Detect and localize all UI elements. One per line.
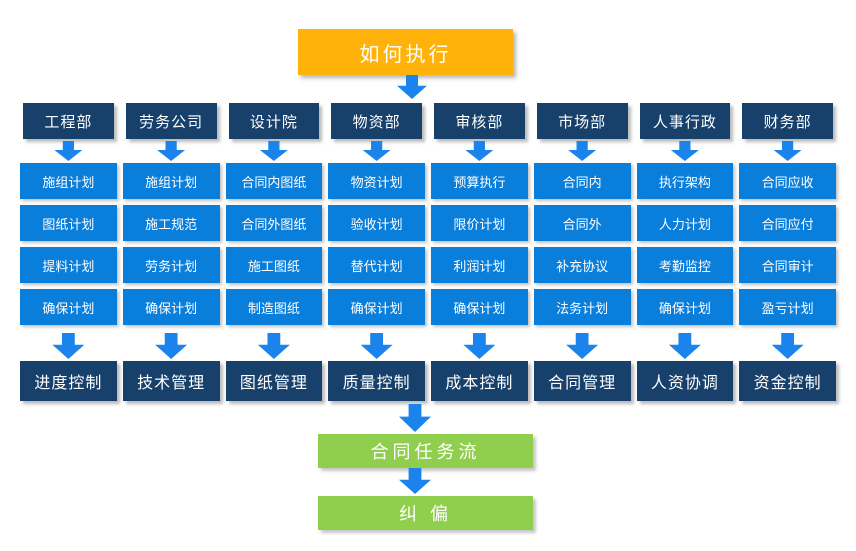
- down-arrow-icon: [360, 333, 393, 359]
- down-arrow-icon: [397, 75, 427, 99]
- down-arrow-icon: [157, 141, 186, 161]
- plan-box: 执行架构: [636, 163, 734, 199]
- column-labor: 劳务公司 施组计划 施工规范 劳务计划 确保计划 技术管理: [122, 103, 220, 401]
- plan-box: 确保计划: [636, 289, 734, 325]
- column-finance: 财务部 合同应收 合同应付 合同审计 盈亏计划 资金控制: [739, 103, 836, 401]
- plan-box: 预算执行: [431, 163, 528, 199]
- control-box: 技术管理: [122, 361, 220, 401]
- plan-box: 限价计划: [431, 205, 528, 241]
- plan-box: 施组计划: [20, 163, 117, 199]
- control-box: 图纸管理: [225, 361, 323, 401]
- department-box: 财务部: [742, 103, 833, 139]
- department-box: 设计院: [228, 103, 320, 139]
- plan-box: 替代计划: [328, 247, 425, 283]
- column-engineering: 工程部 施组计划 图纸计划 提料计划 确保计划 进度控制: [20, 103, 117, 401]
- down-arrow-icon: [52, 333, 85, 359]
- plan-box: 人力计划: [636, 205, 734, 241]
- plan-box: 合同审计: [739, 247, 836, 283]
- plan-box: 考勤监控: [636, 247, 734, 283]
- department-box: 物资部: [331, 103, 422, 139]
- plan-box: 施组计划: [122, 163, 220, 199]
- down-arrow-icon: [670, 141, 699, 161]
- plan-box: 提料计划: [20, 247, 117, 283]
- down-arrow-icon: [771, 333, 804, 359]
- column-audit: 审核部 预算执行 限价计划 利润计划 确保计划 成本控制: [431, 103, 528, 401]
- plan-box: 施工规范: [122, 205, 220, 241]
- column-materials: 物资部 物资计划 验收计划 替代计划 确保计划 质量控制: [328, 103, 425, 401]
- plan-box: 确保计划: [431, 289, 528, 325]
- control-box: 进度控制: [20, 361, 117, 401]
- down-arrow-icon: [463, 333, 496, 359]
- plan-box: 合同应付: [739, 205, 836, 241]
- column-hr-admin: 人事行政 执行架构 人力计划 考勤监控 确保计划 人资协调: [636, 103, 734, 401]
- plan-box: 制造图纸: [225, 289, 323, 325]
- column-design: 设计院 合同内图纸 合同外图纸 施工图纸 制造图纸 图纸管理: [225, 103, 323, 401]
- task-flow-box: 合同任务流: [318, 434, 533, 468]
- plan-box: 确保计划: [122, 289, 220, 325]
- down-arrow-icon: [668, 333, 701, 359]
- department-box: 工程部: [23, 103, 114, 139]
- down-arrow-icon: [259, 141, 288, 161]
- control-box: 成本控制: [431, 361, 528, 401]
- department-box: 人事行政: [639, 103, 731, 139]
- down-arrow-icon: [773, 141, 802, 161]
- plan-box: 物资计划: [328, 163, 425, 199]
- plan-box: 合同外图纸: [225, 205, 323, 241]
- column-market: 市场部 合同内 合同外 补充协议 法务计划 合同管理: [533, 103, 631, 401]
- down-arrow-icon: [465, 141, 494, 161]
- down-arrow-icon: [399, 404, 431, 432]
- down-arrow-icon: [257, 333, 290, 359]
- down-arrow-icon: [399, 468, 431, 494]
- plan-box: 合同应收: [739, 163, 836, 199]
- down-arrow-icon: [566, 333, 599, 359]
- plan-box: 施工图纸: [225, 247, 323, 283]
- department-box: 审核部: [434, 103, 525, 139]
- control-box: 资金控制: [739, 361, 836, 401]
- down-arrow-icon: [54, 141, 83, 161]
- title-box: 如何执行: [298, 29, 513, 75]
- control-box: 人资协调: [636, 361, 734, 401]
- down-arrow-icon: [155, 333, 188, 359]
- correction-box: 纠 偏: [318, 496, 533, 530]
- plan-box: 验收计划: [328, 205, 425, 241]
- plan-box: 确保计划: [328, 289, 425, 325]
- plan-box: 合同内: [533, 163, 631, 199]
- plan-box: 确保计划: [20, 289, 117, 325]
- plan-box: 法务计划: [533, 289, 631, 325]
- plan-box: 图纸计划: [20, 205, 117, 241]
- plan-box: 劳务计划: [122, 247, 220, 283]
- department-box: 市场部: [536, 103, 628, 139]
- plan-box: 利润计划: [431, 247, 528, 283]
- down-arrow-icon: [568, 141, 597, 161]
- department-columns: 工程部 施组计划 图纸计划 提料计划 确保计划 进度控制 劳务公司 施组计划 施…: [20, 103, 836, 401]
- down-arrow-icon: [362, 141, 391, 161]
- control-box: 质量控制: [328, 361, 425, 401]
- plan-box: 合同外: [533, 205, 631, 241]
- plan-box: 合同内图纸: [225, 163, 323, 199]
- control-box: 合同管理: [533, 361, 631, 401]
- department-box: 劳务公司: [125, 103, 217, 139]
- plan-box: 盈亏计划: [739, 289, 836, 325]
- plan-box: 补充协议: [533, 247, 631, 283]
